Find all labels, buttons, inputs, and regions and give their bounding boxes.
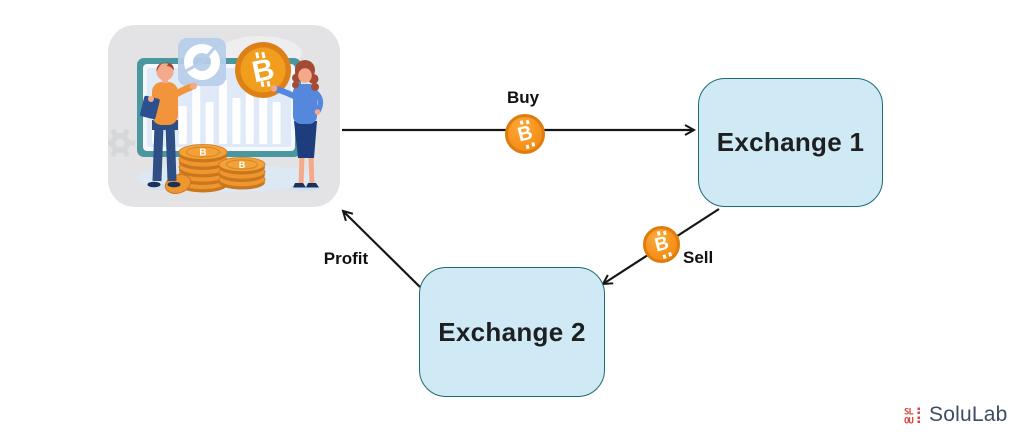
svg-text:SL: SL	[904, 407, 914, 417]
svg-text:B: B	[239, 160, 246, 170]
gold-coin-stack-right: B	[218, 157, 266, 190]
buy-label: Buy	[506, 88, 540, 107]
sell-label: Sell	[683, 248, 714, 267]
node-exchange-2: Exchange 2	[419, 267, 605, 397]
bitcoin-b-glyph: B	[515, 121, 535, 147]
node-exchange-1-label: Exchange 1	[716, 127, 865, 157]
man-figure	[140, 61, 197, 188]
bitcoin-icon: B	[643, 226, 680, 263]
bitcoin-icon: B	[505, 114, 545, 154]
large-bitcoin-coin-icon: B	[235, 42, 291, 98]
bitcoin-b-glyph: B	[652, 232, 671, 257]
solulab-logo-mark-icon: SL OU	[904, 407, 920, 425]
woman-figure	[270, 60, 324, 188]
crypto-traders-illustration: B B	[108, 25, 340, 207]
gold-coin-stack-left: B	[164, 144, 228, 194]
svg-text:OU: OU	[904, 416, 913, 425]
node-exchange-2-label: Exchange 2	[438, 316, 586, 347]
solulab-logo-text: SoluLab	[929, 403, 1008, 426]
solulab-logo: SL OU SoluLab	[904, 403, 1007, 427]
profit-label: Profit	[323, 249, 369, 268]
illustration-svg: B B	[108, 36, 324, 194]
gear-icon	[108, 128, 135, 158]
svg-text:B: B	[199, 148, 206, 159]
node-exchange-1: Exchange 1	[698, 78, 883, 207]
pie-chart-icon	[178, 38, 226, 86]
